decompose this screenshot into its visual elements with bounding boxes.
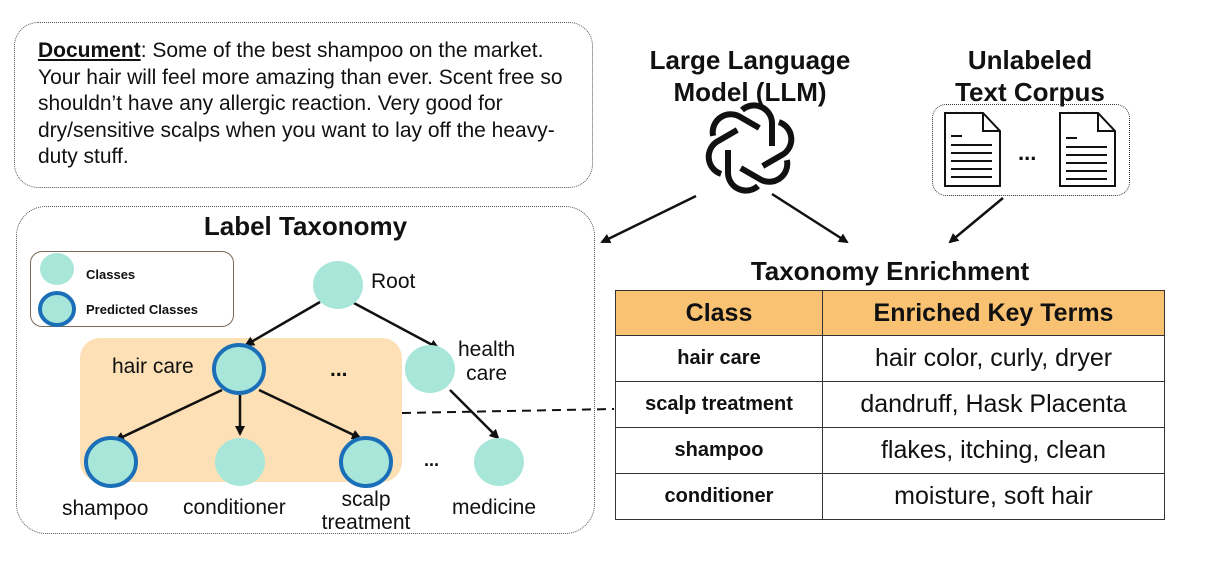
corpus-title: Unlabeled Text Corpus <box>900 44 1160 108</box>
document-label: Document <box>38 39 141 62</box>
llm-title-line2: Model (LLM) <box>673 77 827 107</box>
legend-label-predicted: Predicted Classes <box>86 302 199 317</box>
taxonomy-box <box>16 206 595 534</box>
edge-root-healthcare <box>351 300 440 350</box>
document-icon <box>944 112 1001 187</box>
legend-predicted-node <box>38 291 76 327</box>
ellipsis-bottom: ... <box>424 450 440 470</box>
ellipsis-top: ... <box>330 358 348 381</box>
edge-healthcare-medicine <box>449 389 500 440</box>
table-row: conditioner moisture, soft hair <box>615 473 1165 520</box>
label-hair-care: hair care <box>112 355 194 378</box>
cell-class: conditioner <box>615 473 823 520</box>
node-health-care <box>405 345 455 393</box>
corpus-title-line2: Text Corpus <box>955 77 1105 107</box>
arrow-corpus-enrichment <box>948 197 1004 244</box>
cell-terms: hair color, curly, dryer <box>822 335 1165 382</box>
document-icon <box>1059 112 1116 187</box>
node-root <box>313 261 363 309</box>
taxonomy-title: Label Taxonomy <box>203 211 408 241</box>
node-conditioner <box>215 438 265 486</box>
corpus-box <box>932 104 1130 196</box>
table-row: scalp treatment dandruff, Hask Placenta <box>615 381 1165 428</box>
arrow-llm-taxonomy <box>600 194 697 244</box>
document-box <box>14 22 593 188</box>
llm-title: Large Language Model (LLM) <box>620 44 880 108</box>
corpus-title-line1: Unlabeled <box>967 45 1093 75</box>
table-row: hair care hair color, curly, dryer <box>615 335 1165 382</box>
label-medicine: medicine <box>452 496 537 519</box>
header-class: Class <box>615 290 823 336</box>
cell-terms: dandruff, Hask Placenta <box>822 381 1165 428</box>
node-scalp-treatment <box>339 436 393 488</box>
enrichment-title: Taxonomy Enrichment <box>750 256 1030 286</box>
document-body: : Some of the best shampoo on the market… <box>38 39 563 168</box>
label-health-care-line1: health <box>458 338 516 361</box>
table-row: shampoo flakes, itching, clean <box>615 427 1165 474</box>
arrow-llm-enrichment <box>771 192 849 244</box>
edge-root-haircare <box>244 300 321 347</box>
dashed-link-scalp-row <box>401 408 615 414</box>
node-medicine <box>474 438 524 486</box>
cell-class: hair care <box>615 335 823 382</box>
label-conditioner: conditioner <box>183 496 286 519</box>
corpus-ellipsis: ... <box>1018 140 1037 165</box>
label-shampoo: shampoo <box>62 497 149 520</box>
label-health-care: health care <box>458 338 515 386</box>
node-shampoo <box>84 436 138 488</box>
cell-terms: flakes, itching, clean <box>822 427 1165 474</box>
table-header-row: Class Enriched Key Terms <box>615 290 1165 336</box>
legend-class-node <box>40 253 74 285</box>
cell-class: scalp treatment <box>615 381 823 428</box>
cell-terms: moisture, soft hair <box>822 473 1165 520</box>
header-key-terms: Enriched Key Terms <box>822 290 1165 336</box>
node-hair-care <box>212 343 266 395</box>
enrichment-table: Class Enriched Key Terms hair care hair … <box>615 290 1165 520</box>
edge-haircare-shampoo <box>114 388 223 442</box>
openai-logo-icon <box>705 102 795 194</box>
edge-haircare-scalp <box>258 388 362 440</box>
cell-class: shampoo <box>615 427 823 474</box>
legend <box>30 251 234 327</box>
label-scalp-line2: treatment <box>321 511 411 534</box>
legend-label-classes: Classes <box>86 267 136 282</box>
label-scalp-treatment: scalp treatment <box>314 488 418 534</box>
llm-title-line1: Large Language <box>649 45 851 75</box>
document-text: Document: Some of the best shampoo on th… <box>38 38 583 171</box>
label-scalp-line1: scalp <box>341 488 391 511</box>
label-root: Root <box>371 270 416 293</box>
label-health-care-line2: care <box>466 362 508 385</box>
